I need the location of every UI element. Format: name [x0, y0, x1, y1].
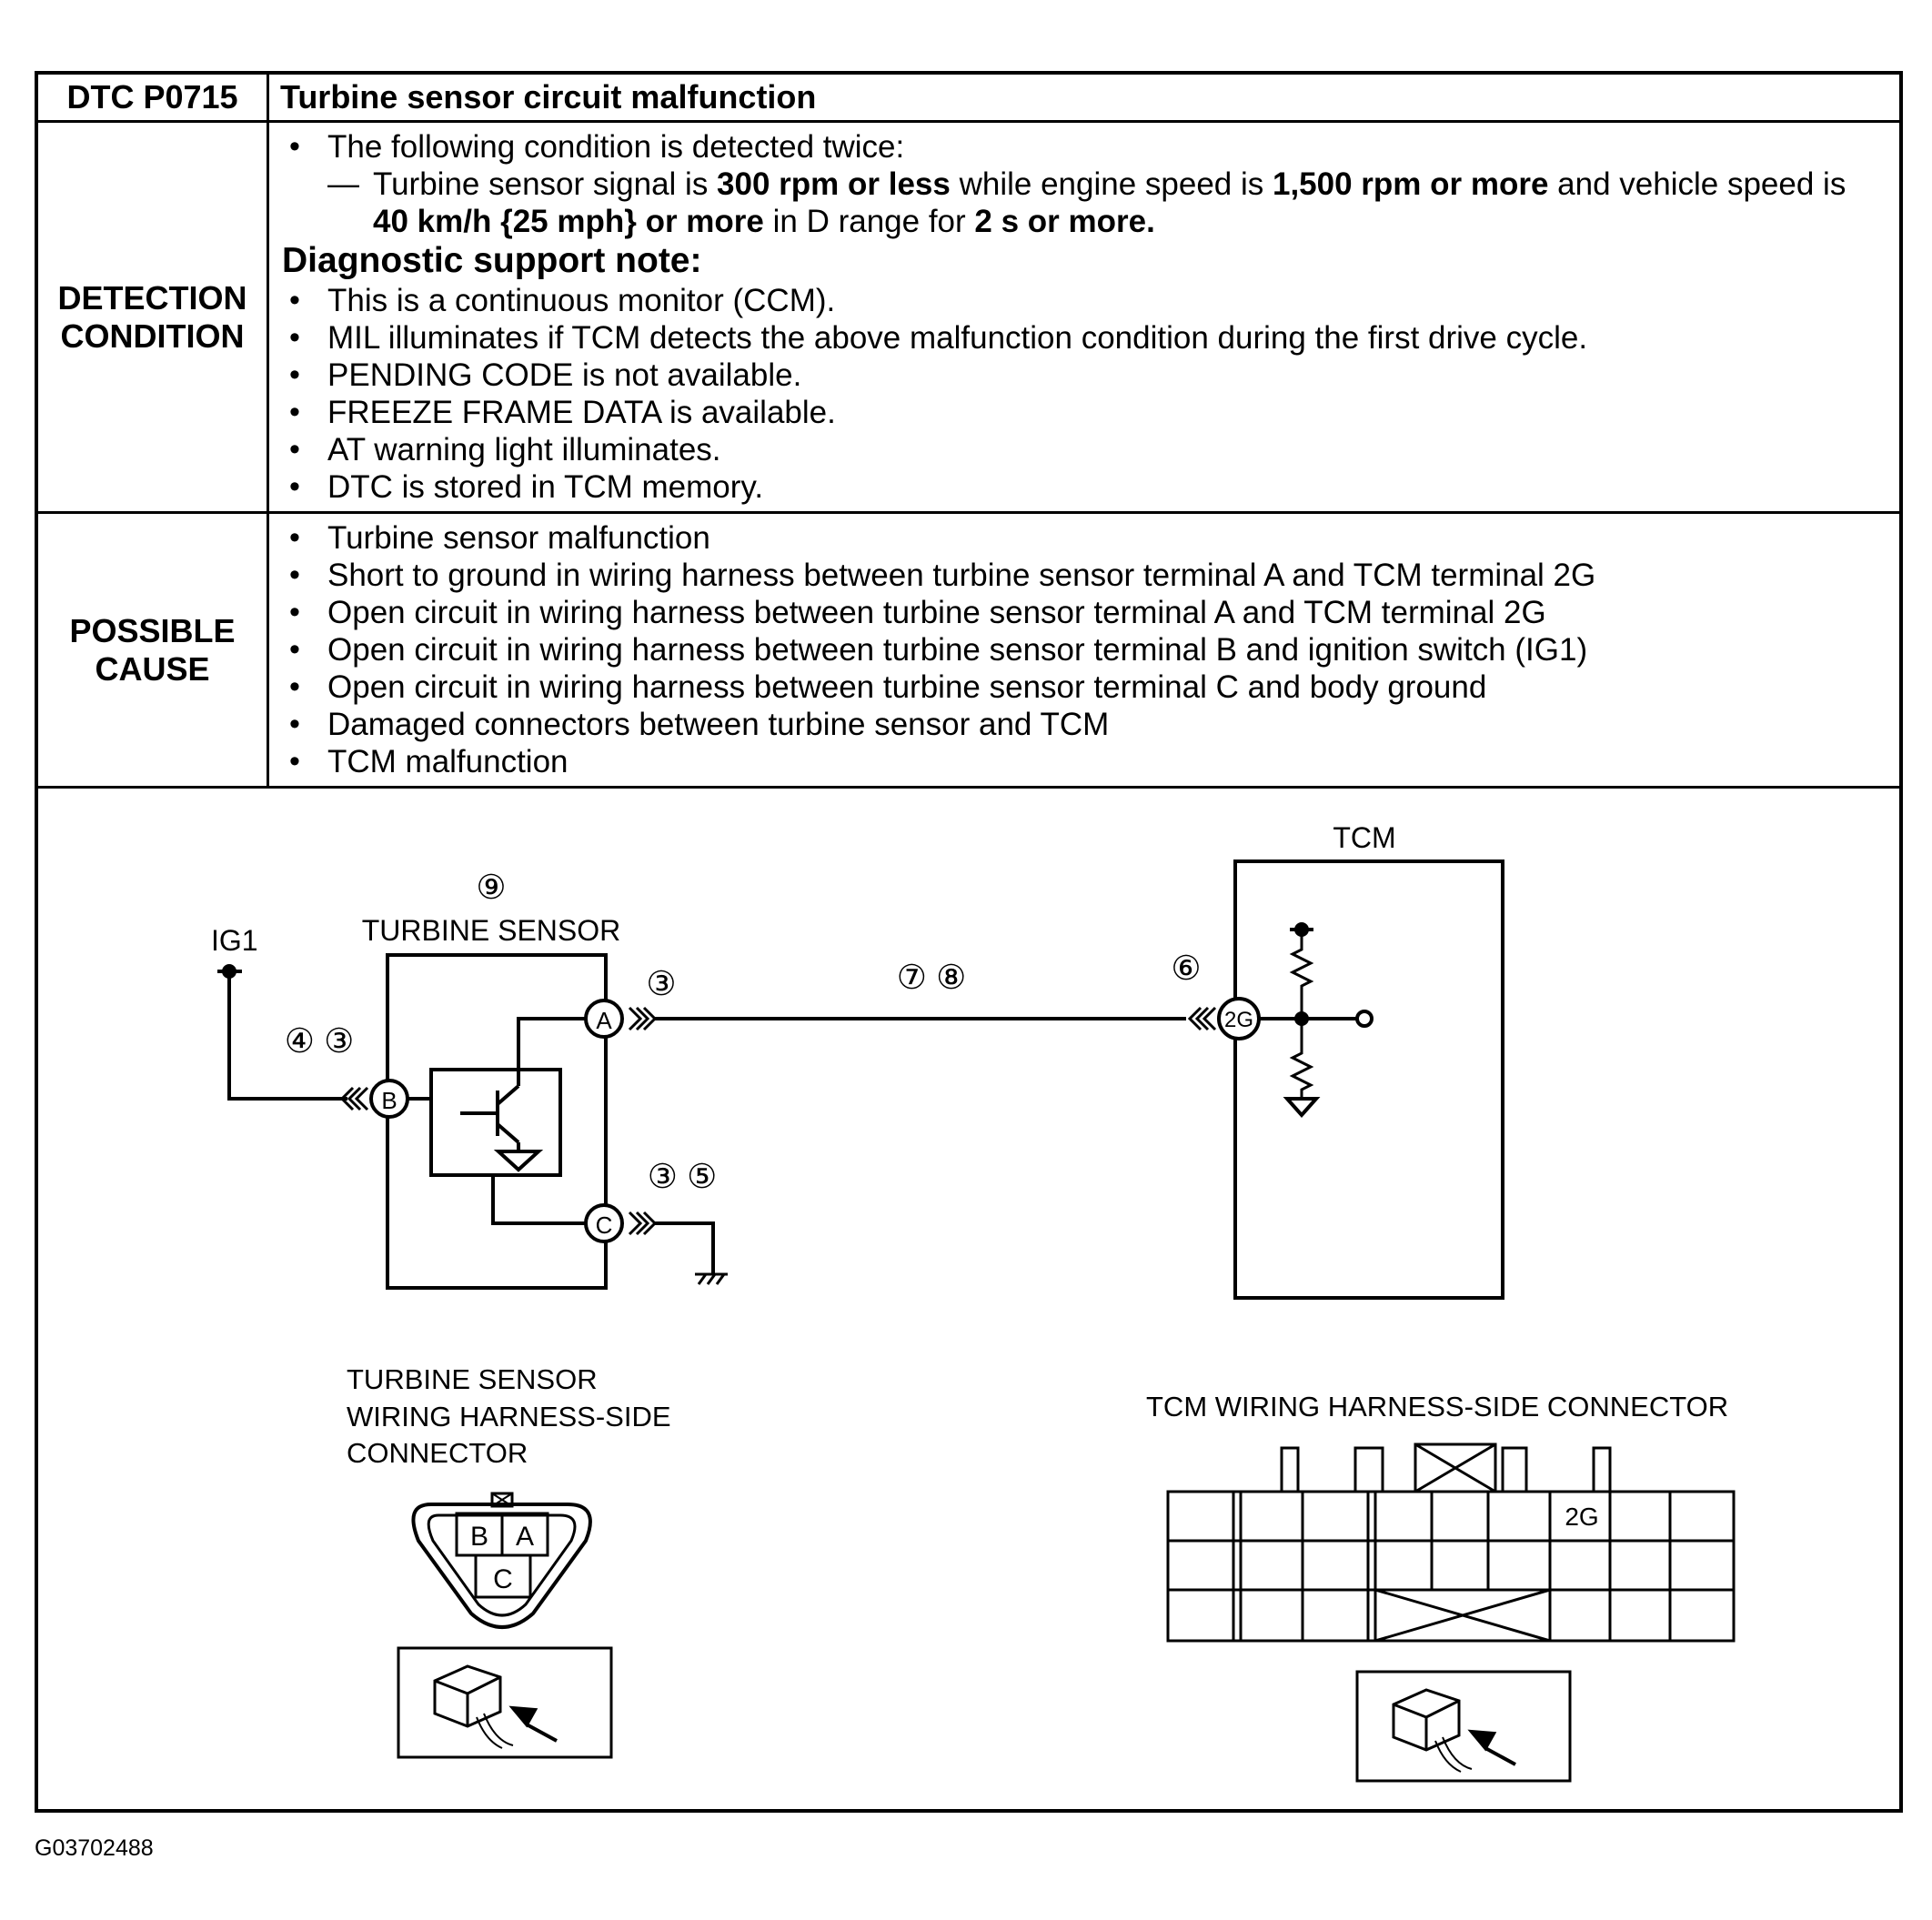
connector-b-arrows [339, 1086, 369, 1111]
tcm-connector-latch [1414, 1443, 1497, 1493]
cause-item: Short to ground in wiring harness betwee… [282, 557, 1890, 594]
cause-label-line1: POSSIBLE [69, 611, 236, 649]
tcm-view-icon [1392, 1688, 1461, 1752]
cause-label-line2: CAUSE [95, 649, 210, 688]
tcm-connector-pin-2g: 2G [1565, 1503, 1598, 1531]
condition-fragment: Turbine sensor signal is [373, 166, 718, 202]
sensor-view-icon-wires [476, 1713, 514, 1749]
sensor-pin-b-label: B [470, 1522, 488, 1552]
cause-item: Damaged connectors between turbine senso… [282, 706, 1890, 743]
diagnostic-note-title: Diagnostic support note: [282, 241, 702, 280]
terminal-c-circle [584, 1203, 624, 1243]
condition-fragment: 1,500 rpm or more [1272, 166, 1549, 202]
tcm-connector-blank-x [1374, 1588, 1551, 1643]
wire-collector-a [517, 1017, 586, 1086]
tcm-label: TCM [1333, 821, 1395, 854]
condition-fragment: in D range for [763, 204, 975, 239]
dtc-title: Turbine sensor circuit malfunction [267, 75, 1899, 123]
tcm-connector [1166, 1443, 1736, 1643]
step-b: ④ ③ [285, 1022, 355, 1060]
cause-item: Open circuit in wiring harness between t… [282, 668, 1890, 706]
tcm-view-arrow-icon [1467, 1729, 1516, 1766]
detection-subcondition-text: Turbine sensor signal is 300 rpm or less… [327, 166, 1890, 240]
sensor-view-icon-frame [397, 1646, 613, 1759]
detection-subcondition: — Turbine sensor signal is 300 rpm or le… [282, 166, 1890, 240]
connector-c-arrows [628, 1211, 658, 1236]
sensor-connector-outer [411, 1503, 592, 1629]
sensor-pin-c-label: C [493, 1564, 513, 1594]
step-c: ③ ⑤ [648, 1158, 718, 1195]
body-ground-symbol [695, 1272, 728, 1285]
dtc-sheet: DTC P0715 Turbine sensor circuit malfunc… [35, 71, 1903, 1813]
detection-label: DETECTION CONDITION [38, 120, 269, 514]
cause-content: Turbine sensor malfunctionShort to groun… [267, 511, 1899, 789]
sensor-view-icon [433, 1664, 502, 1728]
condition-fragment: 2 s or more. [974, 204, 1155, 239]
wire-ig1-b [227, 971, 347, 1101]
step-tcm: ⑥ [1171, 950, 1201, 987]
tcm-view-icon-wires [1434, 1736, 1473, 1773]
cause-label: POSSIBLE CAUSE [38, 511, 269, 789]
detection-label-line2: CONDITION [60, 317, 245, 355]
sensor-connector-latch [490, 1492, 514, 1508]
detection-label-line1: DETECTION [57, 278, 247, 317]
turbine-sensor-box [386, 953, 608, 1290]
wire-internal-c [491, 1175, 586, 1225]
cause-item: Open circuit in wiring harness between t… [282, 594, 1890, 631]
tcm-output-terminal [1355, 1010, 1374, 1028]
detection-content: The following condition is detected twic… [267, 120, 1899, 514]
step-a: ③ [646, 965, 676, 1002]
diagnostic-note-item: MIL illuminates if TCM detects the above… [282, 319, 1890, 357]
detection-intro: The following condition is detected twic… [282, 128, 1890, 166]
terminal-c-label: C [596, 1211, 613, 1239]
terminal-2g-label: 2G [1224, 1008, 1253, 1032]
sensor-pin-a-label: A [516, 1522, 534, 1552]
sensor-connector-title-2: WIRING HARNESS-SIDE [347, 1401, 671, 1432]
ig1-label: IG1 [211, 924, 258, 957]
condition-fragment: and vehicle speed is [1548, 166, 1846, 202]
pulldown-resistor [1289, 1019, 1314, 1099]
transistor-ground-symbol [493, 1150, 544, 1172]
sensor-pin-c [474, 1553, 532, 1599]
dtc-table: DTC P0715 Turbine sensor circuit malfunc… [38, 75, 1899, 789]
sensor-view-arrow-icon [508, 1705, 558, 1743]
step-sensor: ⑨ [476, 869, 506, 906]
condition-fragment: 40 km/h {25 mph} or more [373, 204, 764, 239]
cause-item: TCM malfunction [282, 743, 1890, 780]
connector-2g-arrows [1187, 1006, 1217, 1031]
wiring-diagram: IG1 ⑨ TURBINE SENSOR B ④ ③ [211, 821, 1736, 1783]
dtc-code: DTC P0715 [38, 75, 269, 123]
wire-c-ground [655, 1221, 715, 1274]
sensor-connector-title-1: TURBINE SENSOR [347, 1363, 598, 1395]
sensor-connector-latch-x [491, 1493, 513, 1507]
step-wire: ⑦ ⑧ [897, 959, 967, 996]
terminal-a-label: A [596, 1007, 612, 1034]
tcm-view-icon-frame [1355, 1670, 1572, 1783]
diagnostic-note-item: This is a continuous monitor (CCM). [282, 282, 1890, 319]
tcm-box [1233, 859, 1504, 1300]
connector-a-arrows [628, 1006, 658, 1031]
pullup-resistor [1289, 930, 1314, 1019]
turbine-sensor-label: TURBINE SENSOR [362, 914, 620, 947]
transistor-emitter [496, 1122, 520, 1144]
cause-item: Open circuit in wiring harness between t… [282, 631, 1890, 668]
terminal-b-label: B [381, 1087, 397, 1114]
cause-item: Turbine sensor malfunction [282, 519, 1890, 557]
diagnostic-note-item: AT warning light illuminates. [282, 431, 1890, 468]
transistor-collector [496, 1084, 520, 1106]
cause-list: Turbine sensor malfunctionShort to groun… [282, 519, 1890, 780]
diagnostic-note-item: FREEZE FRAME DATA is available. [282, 394, 1890, 431]
tcm-connector-title: TCM WIRING HARNESS-SIDE CONNECTOR [1146, 1391, 1728, 1422]
sensor-connector-title-3: CONNECTOR [347, 1437, 528, 1469]
condition-fragment: 300 rpm or less [717, 166, 951, 202]
condition-fragment: while engine speed is [950, 166, 1273, 202]
diagnostic-note-item: DTC is stored in TCM memory. [282, 468, 1890, 506]
transistor-box [429, 1068, 562, 1177]
terminal-a-circle [584, 999, 624, 1039]
diagnostic-notes: This is a continuous monitor (CCM).MIL i… [282, 282, 1890, 506]
diagnostic-note-item: PENDING CODE is not available. [282, 357, 1890, 394]
sensor-connector-inner [427, 1513, 577, 1617]
tcm-ground-symbol [1283, 1097, 1321, 1119]
figure-id: G03702488 [35, 1835, 154, 1861]
